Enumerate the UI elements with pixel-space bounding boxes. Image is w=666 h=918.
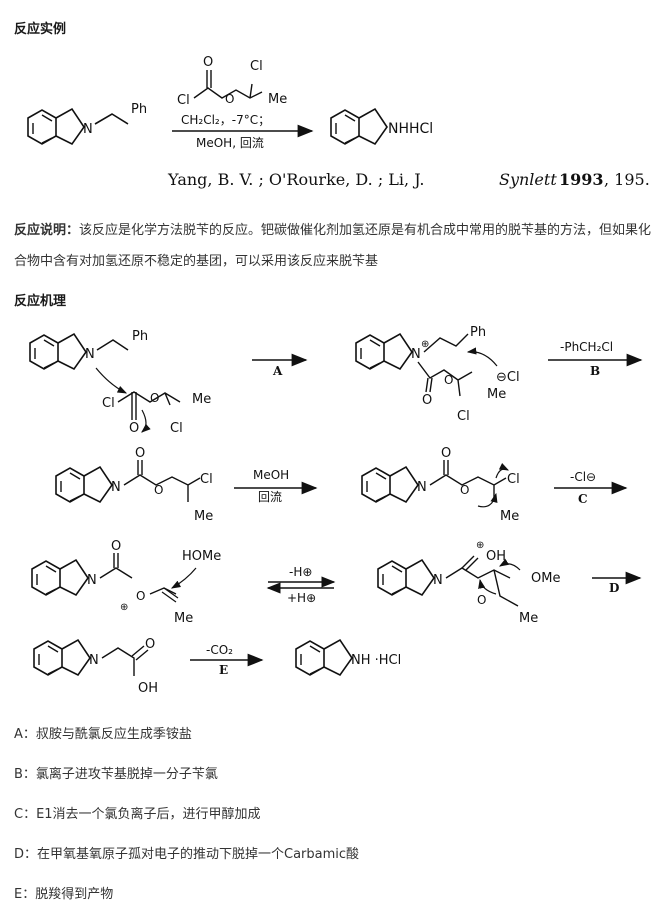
svg-text:Ph: Ph xyxy=(470,325,486,340)
step-note-a: A：叔胺与酰氯反应生成季铵盐 xyxy=(14,727,192,742)
explanation: 反应说明：该反应是化学方法脱苄的反应。钯碳做催化剂加氢还原是有机合成中常用的脱苄… xyxy=(14,215,654,277)
svg-text:N: N xyxy=(111,480,121,495)
mech-2-carbamate-arrows: N O O Cl Me xyxy=(361,446,520,524)
svg-text:O: O xyxy=(154,483,163,497)
svg-text:Me: Me xyxy=(194,509,213,524)
mech-3-oxocarbenium: N O O ⊕ Me HOMe xyxy=(31,539,221,626)
step-label-e: E xyxy=(219,663,228,677)
svg-text:N: N xyxy=(411,347,421,362)
mech-4-carbamic-acid: N O OH xyxy=(33,637,158,696)
svg-text:Cl: Cl xyxy=(250,59,263,74)
svg-text:O: O xyxy=(129,421,139,436)
svg-text:O: O xyxy=(422,393,432,408)
step-note-b: B：氯离子进攻苄基脱掉一分子苄氯 xyxy=(14,767,218,782)
reagent-reflux: 回流 xyxy=(258,490,282,504)
step-label-c: C xyxy=(578,492,588,506)
svg-text:Me: Me xyxy=(192,392,211,407)
svg-text:N: N xyxy=(83,122,93,137)
svg-text:Cl: Cl xyxy=(200,472,213,487)
svg-text:Ph: Ph xyxy=(132,329,148,344)
mech-1-amine: N Ph Cl O O Me Cl xyxy=(29,329,211,436)
svg-text:Cl: Cl xyxy=(457,409,470,424)
svg-text:OMe: OMe xyxy=(531,571,560,586)
svg-text:O: O xyxy=(225,92,234,106)
mech-1-ammonium: N ⊕ Ph O O Me Cl ⊖Cl xyxy=(355,325,520,424)
svg-text:Me: Me xyxy=(487,387,506,402)
step-label-d: D xyxy=(609,581,619,595)
reference-year: 1993 xyxy=(559,170,604,189)
svg-text:O: O xyxy=(145,637,155,652)
svg-text:HOMe: HOMe xyxy=(182,549,221,564)
svg-text:N: N xyxy=(433,573,443,588)
svg-text:N: N xyxy=(87,573,97,588)
example-conditions-2: MeOH, 回流 xyxy=(196,136,264,150)
svg-text:O: O xyxy=(203,55,213,70)
svg-text:⊕: ⊕ xyxy=(120,602,128,613)
svg-text:O: O xyxy=(136,589,145,603)
svg-text:O: O xyxy=(444,373,453,387)
reagent-meoh: MeOH xyxy=(253,468,289,482)
reference-journal: Synlett xyxy=(499,170,557,189)
svg-text:O: O xyxy=(460,483,469,497)
step-label-a: A xyxy=(272,364,283,378)
svg-text:Me: Me xyxy=(500,509,519,524)
svg-text:O: O xyxy=(135,446,145,461)
svg-text:Ph: Ph xyxy=(131,102,147,117)
svg-text:O: O xyxy=(111,539,121,554)
explanation-label: 反应说明： xyxy=(14,223,80,238)
step-label-b: B xyxy=(590,364,600,378)
step-reagent-c: -Cl⊖ xyxy=(570,470,596,484)
svg-text:OH: OH xyxy=(138,681,158,696)
svg-text:N: N xyxy=(89,653,99,668)
reference-authors: Yang, B. V. ; O'Rourke, D. ; Li, J. xyxy=(167,170,424,189)
svg-text:NHHCl: NHHCl xyxy=(388,121,433,137)
reference-page: , 195. xyxy=(604,170,650,189)
reagent-minus-h: -H⊕ xyxy=(289,565,312,579)
svg-text:Me: Me xyxy=(519,611,538,626)
svg-text:N: N xyxy=(417,480,427,495)
step-note-c: C：E1消去一个氯负离子后，进行甲醇加成 xyxy=(14,807,261,822)
example-reagent: Cl O O Cl Me xyxy=(177,55,287,108)
svg-text:⊕: ⊕ xyxy=(421,339,429,350)
mech-4-product: NH ·HCl xyxy=(295,639,401,676)
svg-text:⊖Cl: ⊖Cl xyxy=(496,370,520,385)
svg-text:Cl: Cl xyxy=(170,421,183,436)
svg-text:Cl: Cl xyxy=(507,472,520,487)
mech-3-protonated: N ⊕ OH O OMe Me xyxy=(377,540,560,626)
explanation-text: 该反应是化学方法脱苄的反应。钯碳做催化剂加氢还原是有机合成中常用的脱苄基的方法，… xyxy=(14,223,652,269)
step-note-d: D：在甲氧基氧原子孤对电子的推动下脱掉一个Carbamic酸 xyxy=(14,847,360,862)
mechanism-title: 反应机理 xyxy=(14,294,67,309)
svg-text:O: O xyxy=(441,446,451,461)
reagent-plus-h: +H⊕ xyxy=(287,591,316,605)
example-conditions-1: CH₂Cl₂，-7°C； xyxy=(181,113,270,127)
svg-text:OH: OH xyxy=(486,549,506,564)
example-starting-material: N Ph xyxy=(27,102,147,145)
step-note-e: E：脱羧得到产物 xyxy=(14,887,114,902)
step-reagent-e: -CO₂ xyxy=(206,643,233,657)
example-title: 反应实例 xyxy=(14,22,67,37)
svg-text:Cl: Cl xyxy=(102,396,115,411)
example-product: NHHCl xyxy=(330,108,433,145)
svg-text:NH ·HCl: NH ·HCl xyxy=(351,653,401,668)
svg-text:O: O xyxy=(477,593,486,607)
step-reagent-b: -PhCH₂Cl xyxy=(560,340,613,354)
svg-text:Me: Me xyxy=(174,611,193,626)
mech-2-carbamate: N O O Cl Me xyxy=(55,446,213,524)
svg-text:Me: Me xyxy=(268,92,287,107)
svg-text:Cl: Cl xyxy=(177,93,190,108)
svg-text:N: N xyxy=(85,347,95,362)
svg-text:⊕: ⊕ xyxy=(476,540,484,551)
svg-text:O: O xyxy=(150,391,159,405)
